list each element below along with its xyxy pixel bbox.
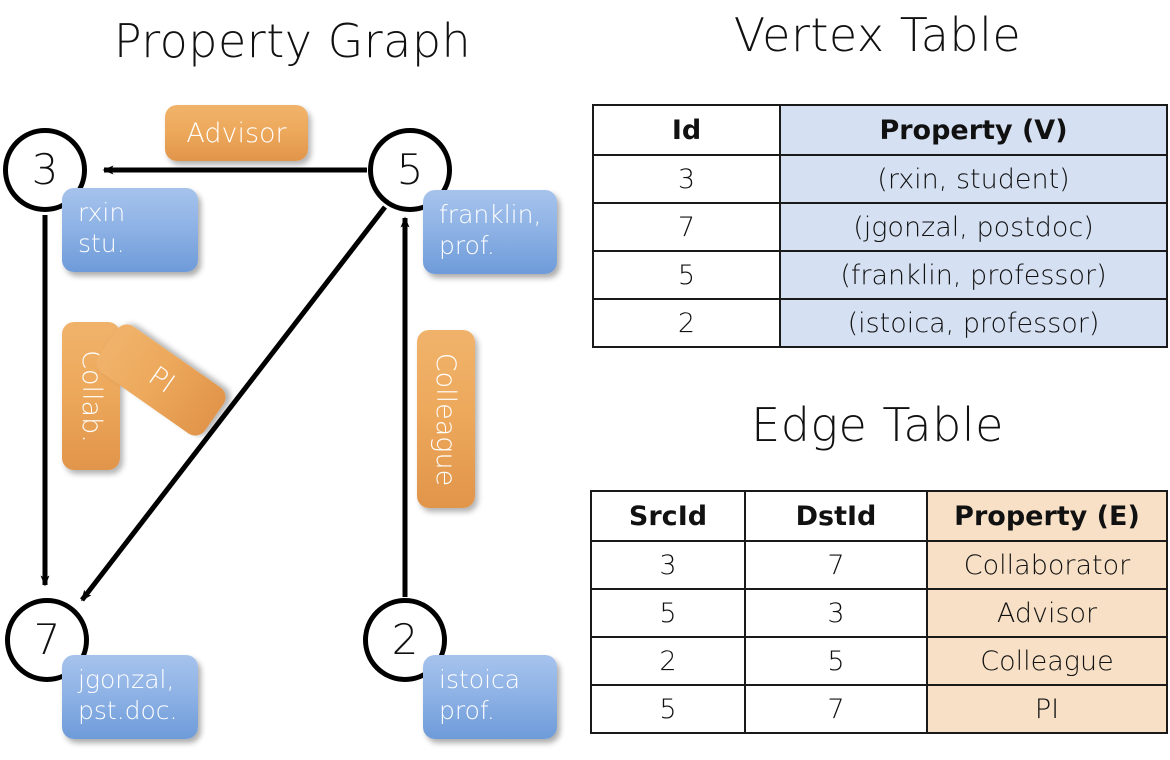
property-graph-panel: Property Graph 3 5 7 2 rxin stu. frankli… — [3, 14, 557, 739]
table-row: 5 (franklin, professor) — [592, 250, 1168, 300]
edge-cell-dstid: 7 — [744, 540, 928, 590]
edge-5-to-7 — [80, 205, 387, 602]
edge-cell-srcid: 5 — [590, 684, 746, 734]
edge-cell-property: Collaborator — [926, 540, 1168, 590]
edge-cell-srcid: 3 — [590, 540, 746, 590]
edge-table-header-srcid: SrcId — [590, 490, 746, 542]
edge-cell-dstid: 3 — [744, 588, 928, 638]
page-title-vertex-table: Vertex Table — [733, 8, 1022, 62]
graph-edges-canvas — [40, 165, 410, 602]
table-row: 7 (jgonzal, postdoc) — [592, 202, 1168, 252]
table-row: 5 3 Advisor — [590, 588, 1168, 638]
vertex-cell-property: (rxin, student) — [779, 154, 1168, 204]
edge-label-pi-text: PI — [142, 360, 180, 400]
page-title-property-graph: Property Graph — [113, 14, 472, 68]
table-row: 2 (istoica, professor) — [592, 298, 1168, 348]
edge-table-header-dstid: DstId — [744, 490, 928, 542]
node-property-box-franklin: franklin, prof. — [423, 190, 557, 274]
vertex-table: Id Property (V) 3 (rxin, student) 7 (jgo… — [592, 104, 1168, 348]
vertex-cell-property: (franklin, professor) — [779, 250, 1168, 300]
edge-cell-dstid: 7 — [744, 684, 928, 734]
edge-cell-srcid: 2 — [590, 636, 746, 686]
edge-cell-srcid: 5 — [590, 588, 746, 638]
vertex-table-header-property: Property (V) — [779, 104, 1168, 156]
table-row: 2 5 Colleague — [590, 636, 1168, 686]
edge-label-colleague-text: Colleague — [430, 352, 462, 486]
edge-label-advisor-text: Advisor — [186, 117, 287, 149]
vertex-table-header-row: Id Property (V) — [592, 104, 1168, 156]
node-property-box-rxin: rxin stu. — [62, 188, 198, 272]
graph-node-2[interactable]: 2 — [363, 598, 447, 682]
vertex-cell-property: (jgonzal, postdoc) — [779, 202, 1168, 252]
page-title-edge-table: Edge Table — [751, 398, 1004, 452]
vertex-cell-property: (istoica, professor) — [779, 298, 1168, 348]
edge-cell-dstid: 5 — [744, 636, 928, 686]
node-property-box-jgonzal: jgonzal, pst.doc. — [62, 655, 198, 739]
table-row: 5 7 PI — [590, 684, 1168, 734]
table-row: 3 7 Collaborator — [590, 540, 1168, 590]
vertex-cell-id: 7 — [592, 202, 781, 252]
vertex-cell-id: 3 — [592, 154, 781, 204]
table-row: 3 (rxin, student) — [592, 154, 1168, 204]
vertex-cell-id: 5 — [592, 250, 781, 300]
edge-cell-property: PI — [926, 684, 1168, 734]
edge-table-header-property: Property (E) — [926, 490, 1168, 542]
vertex-table-header-id: Id — [592, 104, 781, 156]
edge-label-colleague: Colleague — [417, 330, 475, 508]
edge-cell-property: Colleague — [926, 636, 1168, 686]
vertex-cell-id: 2 — [592, 298, 781, 348]
edge-cell-property: Advisor — [926, 588, 1168, 638]
node-property-box-istoica: istoica prof. — [423, 655, 557, 739]
graph-node-5[interactable]: 5 — [368, 128, 452, 212]
edge-table: SrcId DstId Property (E) 3 7 Collaborato… — [590, 490, 1168, 734]
edge-label-advisor: Advisor — [165, 105, 308, 161]
edge-table-header-row: SrcId DstId Property (E) — [590, 490, 1168, 542]
